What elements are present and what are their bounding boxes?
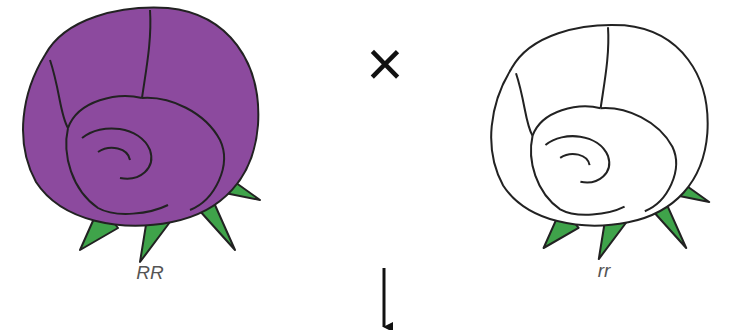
- genotype-label: RR: [136, 263, 163, 282]
- white-flower: [491, 25, 709, 259]
- genotype-label: rr: [598, 261, 611, 280]
- purple-flower: [23, 8, 260, 262]
- down-arrow: [383, 268, 386, 327]
- cross-symbol: ×: [366, 32, 403, 96]
